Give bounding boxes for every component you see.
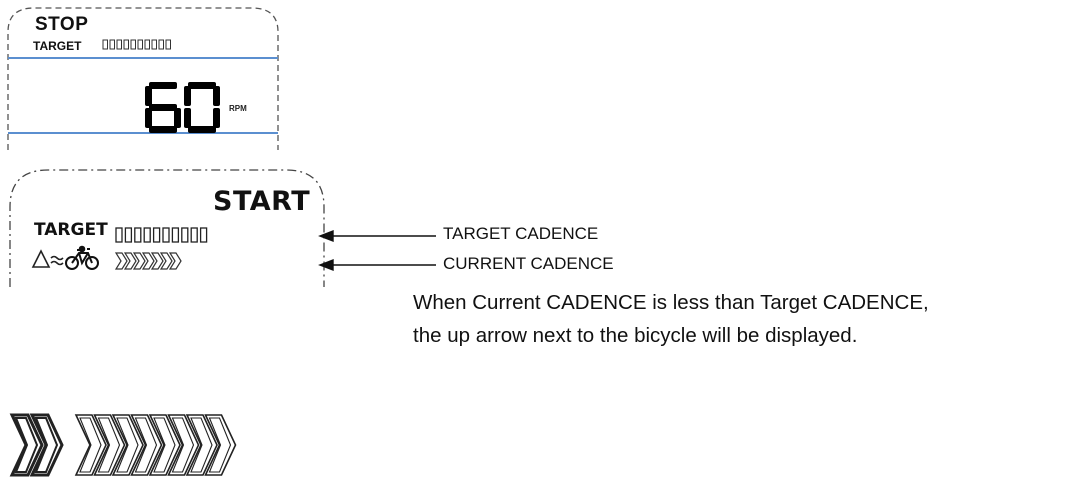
target-segment [102, 39, 108, 50]
rpm-unit: RPM [229, 104, 247, 113]
target-segment [130, 39, 136, 50]
current-chevron [141, 252, 155, 270]
target-segment [158, 39, 164, 50]
up-triangle-icon [31, 249, 51, 268]
chevron-empty [111, 414, 144, 476]
target-segment [181, 227, 189, 243]
target-segment [190, 227, 198, 243]
chevron-inner [116, 417, 139, 473]
target-cadence-segments [102, 39, 171, 50]
chevron-inner [14, 417, 39, 473]
chevron-inner [134, 417, 158, 473]
target-segment [162, 227, 170, 243]
target-segment [116, 39, 122, 50]
chevron-empty [148, 414, 181, 476]
note-line-1: When Current CADENCE is less than Target… [413, 291, 929, 314]
start-panel-frame [9, 169, 325, 287]
target-segment [165, 39, 171, 50]
bicycle-icon [65, 245, 99, 270]
chevron-empty [130, 414, 163, 476]
target-segment [143, 227, 151, 243]
explanation-note: When Current CADENCE is less than Target… [413, 286, 1072, 352]
current-cadence-arrowhead [318, 258, 334, 272]
start-display-panel: START TARGET [0, 162, 340, 292]
target-segment [137, 39, 143, 50]
target-cadence-segments [115, 227, 208, 243]
target-segment [115, 227, 123, 243]
chevron-empty [167, 414, 200, 476]
target-segment [144, 39, 150, 50]
chevron-empty [185, 414, 218, 476]
target-label: TARGET [34, 220, 108, 240]
chevron-inner [171, 417, 195, 473]
current-chevron [132, 252, 146, 270]
chevron-inner [153, 417, 176, 473]
chevron-inner [34, 417, 59, 473]
target-segment [134, 227, 142, 243]
target-segment [171, 227, 180, 243]
current-chevron [114, 252, 128, 270]
wave-icon [50, 255, 64, 266]
cadence-chevron-bar [9, 413, 237, 477]
target-segment [151, 39, 157, 50]
current-chevron [150, 252, 164, 270]
note-line-2: the up arrow next to the bicycle will be… [413, 324, 858, 347]
stop-label: STOP [35, 14, 89, 35]
chevron-inner [190, 417, 213, 473]
current-cadence-callout: CURRENT CADENCE [443, 254, 614, 273]
target-segment [152, 227, 161, 243]
chevron-inner [79, 417, 102, 473]
stop-panel-frame [7, 7, 279, 150]
target-segment [124, 227, 133, 243]
target-cadence-arrowhead [318, 229, 334, 243]
chevron-inner [97, 417, 121, 473]
chevron-empty [74, 414, 107, 476]
start-label: START [213, 186, 311, 217]
chevron-empty [93, 414, 126, 476]
target-segment [123, 39, 129, 50]
stop-display-panel: STOP TARGET RPM [0, 0, 300, 160]
current-chevron [123, 252, 137, 270]
chevron-empty [204, 414, 237, 476]
target-segment [109, 39, 115, 50]
target-segment [199, 227, 208, 243]
current-cadence-chevrons [114, 252, 182, 270]
current-chevron [168, 252, 182, 270]
current-chevron [159, 252, 173, 270]
target-cadence-callout: TARGET CADENCE [443, 224, 599, 243]
cadence-digits [145, 82, 220, 133]
target-label: TARGET [33, 39, 82, 53]
chevron-inner [208, 417, 232, 473]
